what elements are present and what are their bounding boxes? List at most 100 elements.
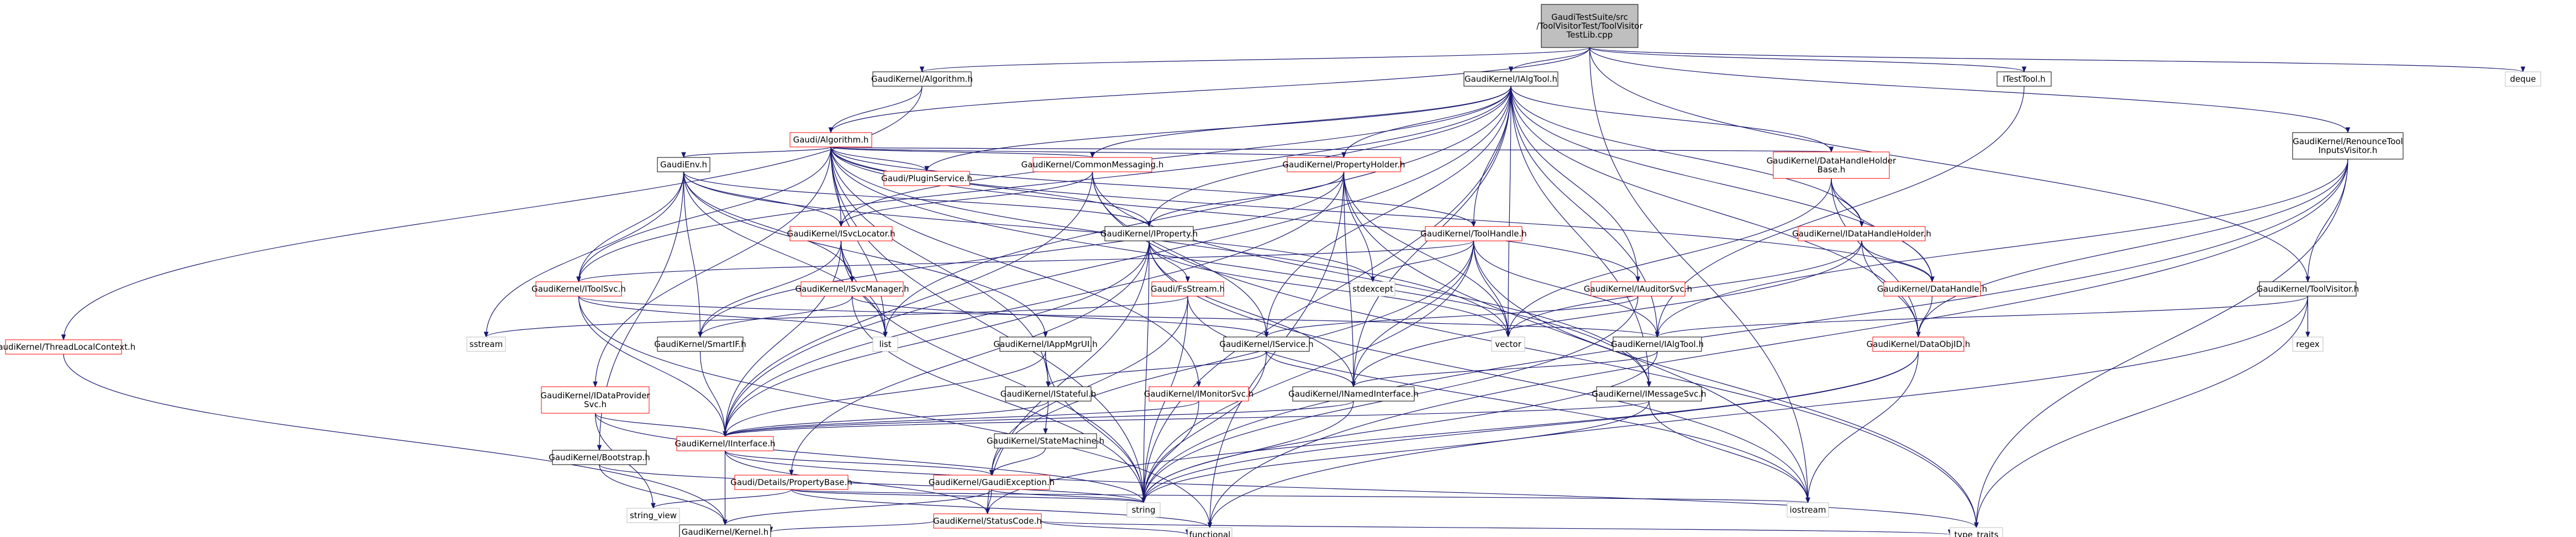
edge-galgorithm-to-toolhandle — [830, 146, 1476, 228]
node-ialgtool2[interactable]: GaudiKernel/IAlgTool.h — [1611, 336, 1704, 352]
edge-galgorithm-to-string — [830, 146, 1146, 504]
node-ialgtool[interactable]: GaudiKernel/IAlgTool.h — [1463, 71, 1558, 87]
node-label: iostream — [1790, 505, 1826, 515]
node-toolvisitor[interactable]: GaudiKernel/ToolVisitor.h — [2257, 281, 2359, 297]
edge-itesttool-to-ialgtool2 — [1655, 86, 2025, 338]
node-propertybase[interactable]: Gaudi/Details/PropertyBase.h — [730, 475, 852, 490]
edge-statuscode-to-functional — [1041, 520, 1190, 536]
edge-galgorithm-to-propholder — [830, 146, 1346, 159]
node-idhholder[interactable]: GaudiKernel/IDataHandleHolder.h — [1792, 226, 1931, 241]
node-algorithm[interactable]: GaudiKernel/Algorithm.h — [871, 71, 973, 87]
node-iappmgrui[interactable]: GaudiKernel/IAppMgrUI.h — [993, 336, 1098, 352]
node-commonmsg[interactable]: GaudiKernel/CommonMessaging.h — [1021, 157, 1164, 172]
node-gaudienv[interactable]: GaudiEnv.h — [657, 157, 710, 172]
edge-gaudiexception-to-statuscode — [985, 489, 992, 515]
node-label: GaudiEnv.h — [660, 160, 707, 170]
node-ftostream[interactable]: Gaudi/FsStream.h — [1151, 281, 1225, 297]
node-pluginsvc[interactable]: Gaudi/PluginService.h — [881, 171, 972, 186]
edge-iproperty-to-propertybase — [789, 240, 1150, 476]
node-gaudiexception[interactable]: GaudiKernel/GaudiException.h — [929, 475, 1055, 490]
edge-propholder-to-ismartif — [698, 171, 1345, 338]
edge-datahandle-to-dataobjid — [1916, 296, 1933, 338]
node-statemachine[interactable]: GaudiKernel/StateMachine.h — [987, 433, 1104, 449]
edge-toolvisitor-to-functional — [1207, 296, 2309, 529]
node-toolsvc[interactable]: GaudiKernel/IToolSvc.h — [531, 281, 626, 297]
node-box — [1126, 502, 1161, 518]
node-ismartif[interactable]: GaudiKernel/SmartIF.h — [654, 336, 746, 352]
node-label: GaudiKernel/DataObjID.h — [1867, 339, 1971, 349]
edge-dataobjid-to-string — [1141, 351, 1919, 504]
edge-rtiv-to-dataobjid — [1916, 159, 2348, 338]
edge-statuscode-to-kernel — [768, 520, 934, 533]
edge-propholder-to-inamedinterface — [1343, 171, 1356, 388]
node-imonitorsvc[interactable]: GaudiKernel/IMonitorSvc.h — [1144, 386, 1254, 402]
node-label: type_traits — [1954, 530, 1998, 537]
node-iproperty[interactable]: GaudiKernel/IProperty.h — [1100, 226, 1198, 241]
node-label: deque — [2510, 74, 2536, 84]
edge-ialgtool-to-propholder — [1341, 86, 1511, 159]
edge-galgorithm-to-commonmsg — [830, 146, 1095, 159]
node-label: GaudiKernel/IProperty.h — [1100, 229, 1198, 239]
node-box — [1223, 336, 1310, 352]
node-box — [1798, 226, 1926, 241]
node-box — [2259, 281, 2357, 297]
node-inamedinterface[interactable]: GaudiKernel/INamedInterface.h — [1288, 386, 1419, 402]
node-iservice[interactable]: GaudiKernel/IService.h — [1219, 336, 1314, 352]
node-label: GaudiKernel/DataHandle.h — [1877, 284, 1987, 294]
node-string: string — [1126, 502, 1161, 518]
edge-gaudienv-to-isvcmanager — [683, 171, 855, 283]
edge-ialgtool2-to-string — [1141, 351, 1658, 504]
node-label: GaudiKernel/PropertyHolder.h — [1282, 160, 1405, 170]
node-iauditorsvc[interactable]: GaudiKernel/IAuditorSvc.h — [1584, 281, 1692, 297]
node-isvclocator[interactable]: GaudiKernel/ISvcLocator.h — [787, 226, 895, 241]
node-propholder[interactable]: GaudiKernel/PropertyHolder.h — [1282, 157, 1405, 172]
node-istateful[interactable]: GaudiKernel/IStateful.h — [1000, 386, 1097, 402]
node-bootstrap[interactable]: GaudiKernel/Bootstrap.h — [549, 450, 650, 465]
node-label: string_view — [630, 510, 677, 521]
node-toolhandle[interactable]: GaudiKernel/ToolHandle.h — [1420, 226, 1527, 241]
edge-ialgtool-to-iauditorsvc — [1510, 86, 1641, 283]
node-datahandle[interactable]: GaudiKernel/DataHandle.h — [1877, 281, 1987, 297]
edge-rtiv-to-toolvisitor — [2305, 159, 2348, 283]
node-label: GaudiKernel/GaudiException.h — [929, 477, 1055, 487]
edge-gaudiexception-to-kernel — [723, 489, 992, 526]
node-box — [679, 524, 771, 537]
edge-propertybase-to-string — [791, 489, 1146, 504]
node-label: ITestTool.h — [2003, 74, 2045, 84]
node-statuscode[interactable]: GaudiKernel/StatusCode.h — [933, 513, 1042, 529]
node-threadlocal[interactable]: GaudiKernel/ThreadLocalContext.h — [0, 339, 135, 355]
node-label: GaudiKernel/SmartIF.h — [654, 339, 746, 349]
node-box — [1596, 386, 1702, 402]
edge-inamedinterface-to-string — [1141, 401, 1354, 504]
edge-toolhandle-to-ialgtool2 — [1473, 240, 1660, 338]
edge-istateful-to-iinterface — [723, 401, 1049, 438]
node-label: GaudiKernel/IAlgTool.h — [1465, 74, 1557, 84]
edge-galgorithm-to-toolsvc — [576, 146, 831, 283]
edge-toolvisitor-to-ialgtool2 — [1655, 296, 2309, 338]
node-box — [2292, 132, 2404, 160]
node-label: GaudiKernel/INamedInterface.h — [1288, 389, 1419, 399]
node-iinterface[interactable]: GaudiKernel/IInterface.h — [675, 436, 776, 451]
node-dataobjid[interactable]: GaudiKernel/DataObjID.h — [1867, 336, 1971, 352]
node-kernel[interactable]: GaudiKernel/Kernel.h — [679, 524, 771, 537]
edge-ialgtool-to-iproperty — [1146, 86, 1511, 228]
node-label: Gaudi/Details/PropertyBase.h — [730, 477, 852, 487]
node-root[interactable]: GaudiTestSuite/src/ToolVisitorTest/ToolV… — [1536, 4, 1643, 48]
edge-isvcmanager-to-string — [851, 296, 1146, 504]
edge-galgorithm-to-iauditorsvc — [830, 146, 1641, 283]
node-iostream: iostream — [1787, 502, 1829, 518]
node-galgorithm[interactable]: Gaudi/Algorithm.h — [789, 132, 872, 148]
node-box — [789, 226, 893, 241]
edge-ialgtool2-to-inamedinterface — [1351, 351, 1658, 388]
edge-root-to-toolvisitor — [1589, 47, 2310, 283]
node-box — [657, 157, 710, 172]
node-label: GaudiKernel/StatusCode.h — [933, 516, 1042, 526]
edge-galgorithm-to-list — [830, 146, 888, 338]
node-itesttool[interactable]: ITestTool.h — [1996, 71, 2052, 87]
node-imessagesvc[interactable]: GaudiKernel/IMessageSvc.h — [1592, 386, 1706, 402]
node-label: GaudiKernel/IMessageSvc.h — [1592, 389, 1706, 399]
node-isvcmanager[interactable]: GaudiKernel/ISvcManager.h — [796, 281, 909, 297]
